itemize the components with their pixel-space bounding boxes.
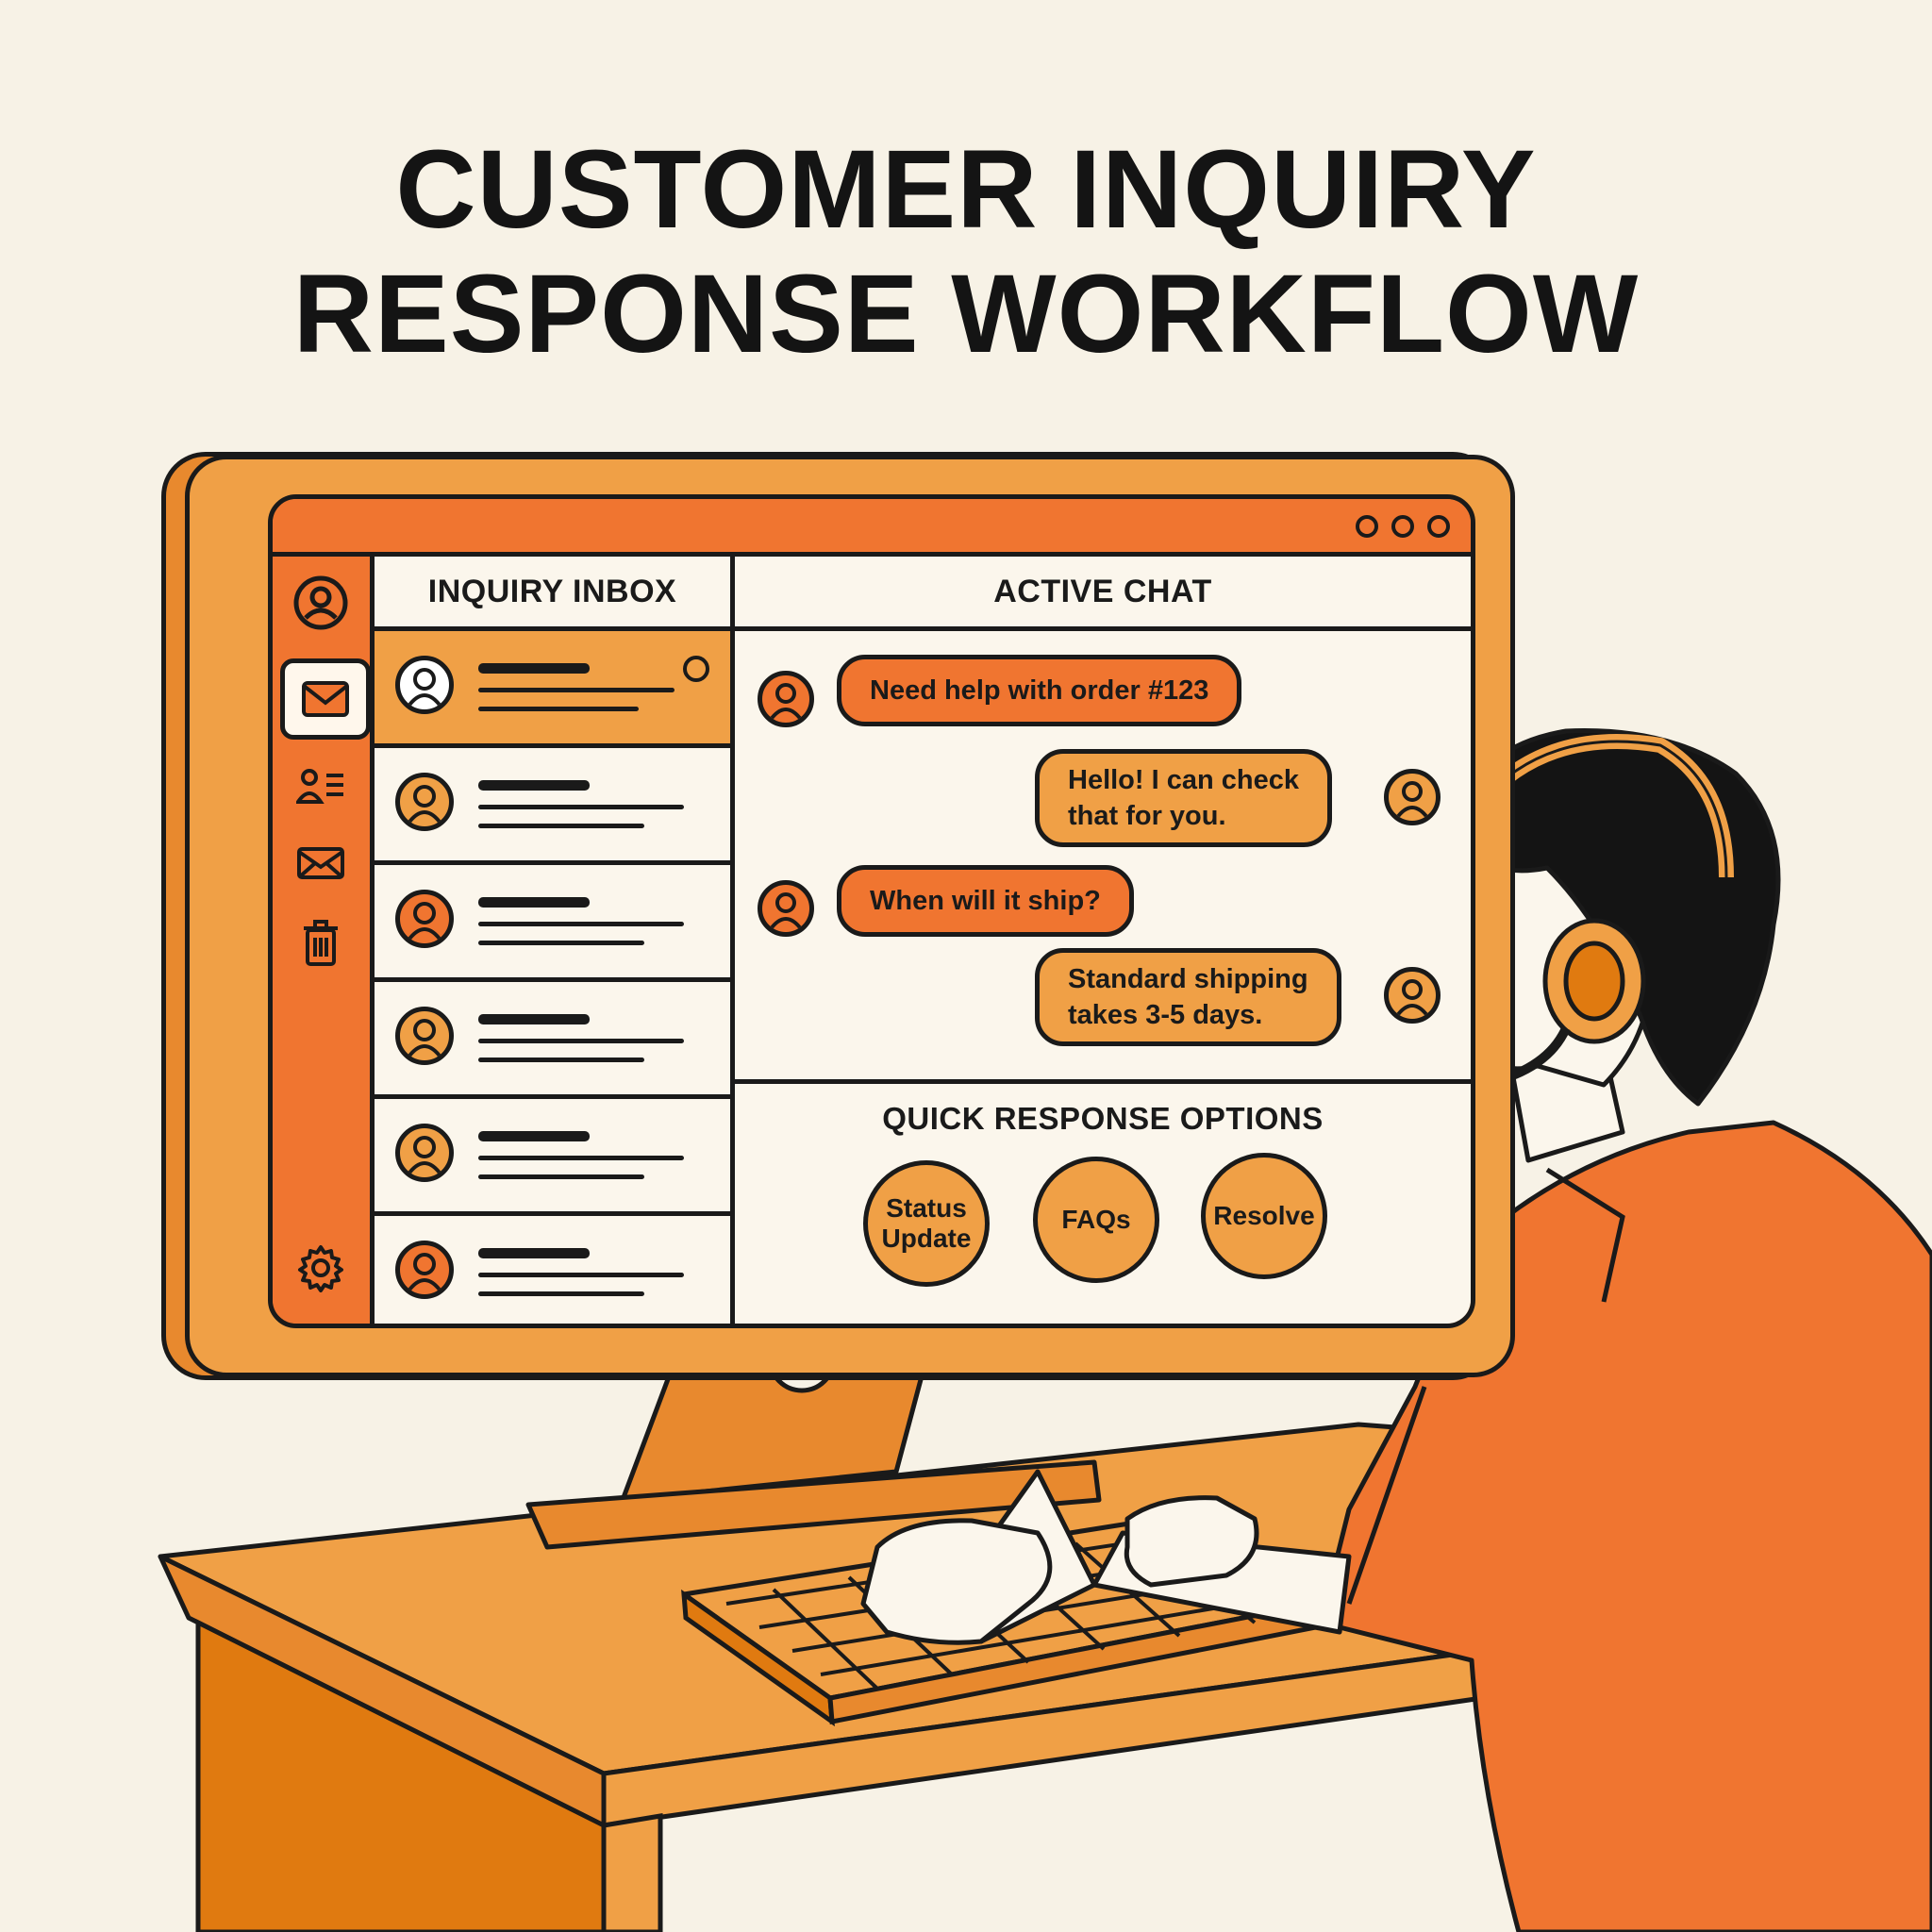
quick-response-resolve-button[interactable]: Resolve [1201, 1153, 1327, 1279]
preview-text-line [478, 1291, 644, 1296]
sidebar-item-settings[interactable] [286, 1235, 356, 1301]
user-icon [293, 575, 348, 630]
inbox-row[interactable] [375, 982, 730, 1099]
sidebar [273, 557, 375, 1324]
button-label-line: Status [886, 1193, 967, 1223]
user-icon [406, 902, 443, 943]
preview-text-line [478, 805, 684, 809]
preview-text-line [478, 688, 675, 692]
inbox-row[interactable] [375, 865, 730, 982]
avatar [395, 1007, 454, 1065]
sidebar-item-trash[interactable] [286, 910, 356, 976]
preview-text-line [478, 1058, 644, 1062]
chat-message-agent: Standard shipping takes 3-5 days. [1035, 948, 1341, 1046]
avatar [395, 890, 454, 948]
preview-title-line [478, 1248, 590, 1258]
preview-title-line [478, 663, 590, 674]
chat-message-agent: Hello! I can check that for you. [1035, 749, 1332, 847]
avatar [395, 1241, 454, 1299]
hand-left [860, 1518, 1053, 1645]
avatar [395, 773, 454, 831]
sidebar-item-inbox[interactable] [280, 658, 371, 740]
user-icon [768, 892, 804, 932]
message-text: Need help with order #123 [870, 675, 1209, 706]
preview-title-line [478, 780, 590, 791]
hand-right [1124, 1495, 1259, 1588]
user-icon [406, 1019, 443, 1060]
chat-message-customer: When will it ship? [837, 865, 1134, 937]
chat-message-customer: Need help with order #123 [837, 655, 1242, 726]
contacts-icon [296, 769, 343, 804]
inbox-row[interactable] [375, 748, 730, 865]
window-controls [1356, 515, 1450, 538]
preview-text-line [478, 941, 644, 945]
customer-avatar [758, 671, 814, 727]
button-label: Resolve [1213, 1201, 1315, 1230]
page-title: CUSTOMER INQUIRY RESPONSE WORKFLOW [0, 127, 1932, 376]
window-control-3[interactable] [1427, 515, 1450, 538]
user-icon [406, 785, 443, 826]
avatar [395, 656, 454, 714]
window-control-1[interactable] [1356, 515, 1378, 538]
inbox-row[interactable] [375, 1216, 730, 1324]
sidebar-item-sent[interactable] [286, 830, 356, 896]
message-text-line: takes 3-5 days. [1068, 1000, 1263, 1030]
quick-response-faqs-button[interactable]: FAQs [1033, 1157, 1159, 1283]
inbox-row[interactable] [375, 1099, 730, 1216]
preview-text-line [478, 1156, 684, 1160]
message-text-line: Hello! I can check [1068, 765, 1299, 795]
send-mail-icon [297, 847, 344, 879]
preview-title-line [478, 1014, 590, 1024]
unread-indicator [683, 656, 709, 682]
sidebar-item-profile[interactable] [286, 570, 356, 636]
inbox-row[interactable] [375, 631, 730, 748]
user-icon [768, 683, 804, 723]
trash-icon [304, 920, 338, 966]
app-window: INQUIRY INBOX [268, 494, 1475, 1328]
message-text-line: Standard shipping [1068, 964, 1308, 994]
preview-text-line [478, 1039, 684, 1043]
window-titlebar [273, 499, 1471, 557]
agent-avatar [1384, 769, 1441, 825]
user-icon [406, 1136, 443, 1177]
preview-title-line [478, 1131, 590, 1141]
gear-icon [298, 1245, 343, 1292]
preview-text-line [478, 922, 684, 926]
preview-text-line [478, 1273, 684, 1277]
preview-title-line [478, 897, 590, 908]
avatar [395, 1124, 454, 1182]
user-icon [1394, 781, 1430, 821]
preview-text-line [478, 707, 639, 711]
inquiry-inbox: INQUIRY INBOX [375, 557, 735, 1324]
window-control-2[interactable] [1391, 515, 1414, 538]
quick-response-status-update-button[interactable]: Status Update [863, 1160, 990, 1287]
customer-avatar [758, 880, 814, 937]
person-hair [1459, 728, 1781, 1107]
quick-response-title: QUICK RESPONSE OPTIONS [882, 1101, 1324, 1136]
user-icon [406, 668, 443, 709]
button-label-line: Update [881, 1224, 972, 1253]
message-text-line: that for you. [1068, 801, 1226, 831]
message-text: When will it ship? [870, 886, 1101, 916]
page-title-line-1: CUSTOMER INQUIRY [395, 127, 1537, 252]
sidebar-item-contacts[interactable] [286, 753, 356, 819]
active-chat: ACTIVE CHAT Need help with order #123 He… [735, 557, 1471, 1324]
preview-text-line [478, 824, 644, 828]
page-title-line-2: RESPONSE WORKFLOW [292, 252, 1640, 376]
button-label: FAQs [1061, 1205, 1131, 1234]
agent-avatar [1384, 967, 1441, 1024]
user-icon [406, 1253, 443, 1294]
mail-icon [302, 681, 349, 717]
chat-messages: Need help with order #123 Hello! I can c… [735, 631, 1471, 1084]
chat-header: ACTIVE CHAT [735, 557, 1471, 631]
preview-text-line [478, 1174, 644, 1179]
inbox-header: INQUIRY INBOX [375, 557, 730, 631]
user-icon [1394, 979, 1430, 1019]
